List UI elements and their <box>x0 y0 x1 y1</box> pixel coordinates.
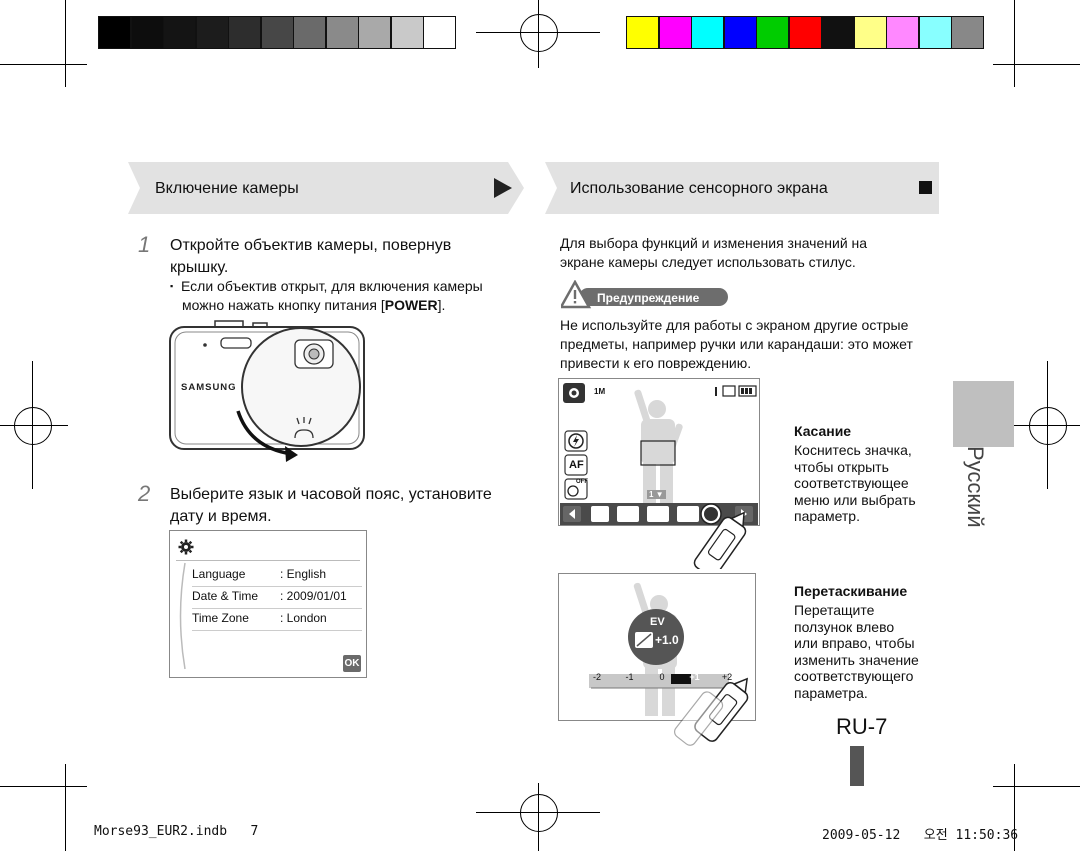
settings-value: : 2009/01/01 <box>280 589 347 603</box>
warning-badge <box>561 280 728 309</box>
ev-scale[interactable]: -2 -1 0 +1 +2 <box>593 672 732 684</box>
ev-scale-label: -1 <box>625 672 634 682</box>
color-swatch <box>951 16 984 49</box>
ok-button[interactable]: OK <box>343 655 361 672</box>
caption-line: или вправо, чтобы <box>794 635 915 651</box>
gray-swatch <box>358 16 391 49</box>
gray-swatch <box>325 16 359 49</box>
footer-file: Morse93_EUR2.indb 7 <box>94 824 259 839</box>
camera-brand-text: SAMSUNG <box>181 382 237 393</box>
gray-swatch <box>228 16 261 49</box>
section-heading: Включение камеры <box>155 180 299 197</box>
play-arrow-icon <box>494 178 512 198</box>
caption-line: чтобы открыть <box>794 458 889 475</box>
settings-row[interactable]: Time Zone : London <box>192 611 362 631</box>
settings-row[interactable]: Language : English <box>192 567 362 587</box>
gray-swatch <box>293 16 326 49</box>
step-number: 2 <box>138 481 151 506</box>
settings-row[interactable]: Date & Time : 2009/01/01 <box>192 589 362 609</box>
af-label: AF <box>569 459 584 471</box>
gray-swatch <box>260 16 294 49</box>
settings-value: : London <box>280 611 327 625</box>
side-tab-block <box>953 381 1014 447</box>
color-swatch <box>886 16 919 49</box>
language-tab: Русский <box>963 446 988 528</box>
zoom-label: 1 ▼ <box>647 490 666 499</box>
step-number: 1 <box>138 232 151 257</box>
page-tab-marker <box>850 746 864 786</box>
warning-text: Не используйте для работы с экраном друг… <box>560 317 913 371</box>
drag-title: Перетаскивание <box>794 583 908 599</box>
section-header-band <box>545 162 939 214</box>
timer-icon <box>564 478 588 500</box>
caption-line: соответствующего <box>794 668 914 684</box>
settings-value: : English <box>280 567 327 581</box>
color-swatch <box>918 16 952 49</box>
gray-swatch <box>423 16 456 49</box>
caption-line: Коснитесь значка, <box>794 442 912 458</box>
page-number: RU-7 <box>836 714 888 739</box>
ev-label: EV <box>650 616 665 628</box>
ev-scale-label: +2 <box>721 672 733 682</box>
ev-value: +1.0 <box>655 633 679 647</box>
gray-swatch <box>390 16 424 49</box>
footer-timestamp: 2009-05-12 오전 11:50:36 <box>822 828 1019 843</box>
ev-dial <box>628 609 684 665</box>
bullet-note: ▪ Если объектив открыт, для включения ка… <box>170 278 483 313</box>
ev-scale-label: +1 <box>689 672 700 682</box>
warning-label: Предупреждение <box>597 291 700 305</box>
color-swatch <box>658 16 692 49</box>
battery-icon <box>738 385 757 397</box>
settings-label: Language <box>192 567 246 581</box>
caption-line: меню или выбрать <box>794 491 916 508</box>
gray-swatch <box>130 16 164 49</box>
gray-swatch <box>163 16 196 49</box>
color-swatch <box>691 16 724 49</box>
ev-scale-label: 0 <box>659 672 665 682</box>
drag-illustration: EV +1.0 -2 -1 0 +1 +2 <box>558 573 756 746</box>
settings-label: Time Zone <box>192 611 249 625</box>
color-swatch <box>756 16 789 49</box>
rotate-arrow-icon <box>285 446 298 462</box>
timer-off-label: OFF <box>576 479 588 485</box>
gray-swatch <box>98 16 131 49</box>
autofocus-icon <box>564 454 588 476</box>
color-swatch <box>626 16 659 49</box>
step-text: Откройте объектив камеры, повернув крышк… <box>170 237 452 276</box>
touch-title: Касание <box>794 423 852 439</box>
touch-screen-illustration: 1M AF OFF 1 ▼ <box>558 378 760 569</box>
caption-line: ползунок влево <box>794 618 895 635</box>
chevron-left-icon <box>569 509 575 519</box>
caption-line: параметра. <box>794 684 868 701</box>
color-swatch <box>853 16 887 49</box>
color-swatch <box>723 16 757 49</box>
settings-label: Date & Time <box>192 589 259 603</box>
intro-text: Для выбора функций и изменения значений … <box>560 235 868 270</box>
stop-square-icon <box>919 181 932 194</box>
resolution-label: 1M <box>594 387 606 396</box>
section-heading: Использование сенсорного экрана <box>570 180 828 197</box>
ev-scale-label: -2 <box>592 672 602 682</box>
gray-swatch <box>195 16 229 49</box>
caption-line: соответствующее <box>794 475 909 491</box>
stylus-icon <box>693 511 747 569</box>
camera-illustration: SAMSUNG <box>169 320 365 462</box>
caption-line: параметр. <box>794 508 860 524</box>
step-text: Выберите язык и часовой пояс, установите… <box>170 486 492 525</box>
color-swatch <box>788 16 822 49</box>
caption-line: Перетащите <box>794 602 875 618</box>
settings-gear-icon <box>178 539 194 555</box>
color-swatch <box>821 16 854 49</box>
caption-line: изменить значение <box>794 651 919 668</box>
section-header-band <box>128 162 524 214</box>
